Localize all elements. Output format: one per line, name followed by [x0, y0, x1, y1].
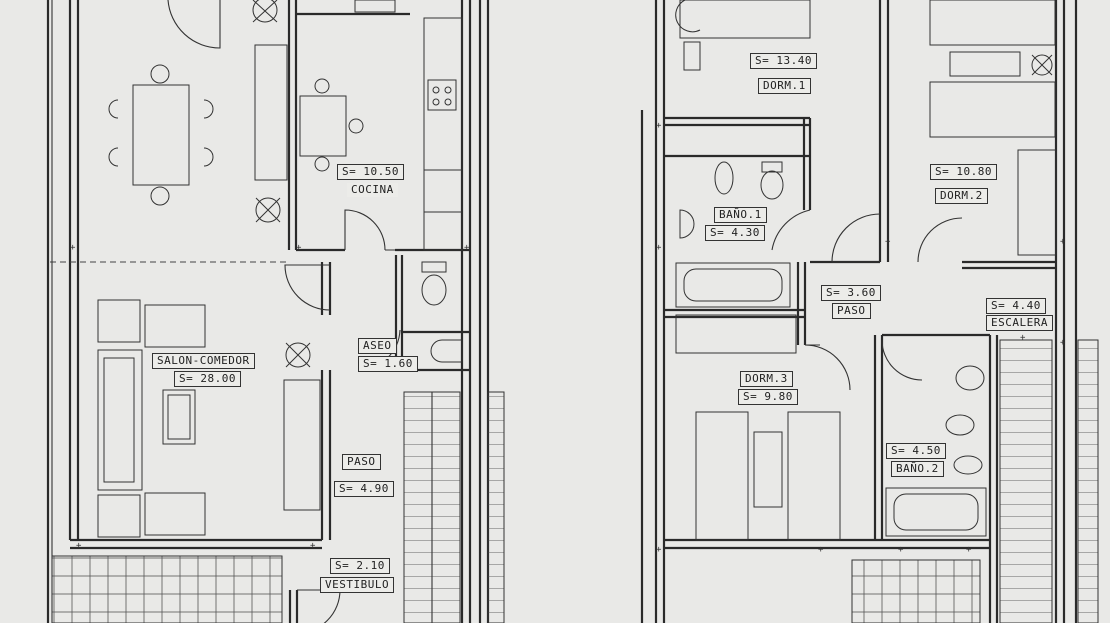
- dorm1-name-label: DORM.1: [758, 78, 811, 94]
- ground-floor-plan: [46, 0, 505, 623]
- bano2-area-label: S= 4.50: [886, 443, 946, 459]
- grid-markers: + + + + + + + + + + + + + + +: [70, 121, 1066, 555]
- svg-text:+: +: [1060, 237, 1066, 247]
- svg-text:+: +: [464, 243, 470, 253]
- paso-name-label: PASO: [342, 454, 381, 470]
- svg-text:+: +: [656, 243, 662, 253]
- svg-text:+: +: [1020, 333, 1026, 343]
- svg-text:+: +: [656, 121, 662, 131]
- escalera-name-label: ESCALERA: [986, 315, 1053, 331]
- salon-name-label: SALON-COMEDOR: [152, 353, 255, 369]
- salon-area-label: S= 28.00: [174, 371, 241, 387]
- vestibulo-name-label: VESTIBULO: [320, 577, 395, 593]
- escalera-area-label: S= 4.40: [986, 298, 1046, 314]
- paso-area-label: S= 4.90: [334, 481, 394, 497]
- bano1-area-label: S= 4.30: [705, 225, 765, 241]
- svg-text:+: +: [296, 243, 302, 253]
- paso-upper-name-label: PASO: [832, 303, 871, 319]
- svg-text:+: +: [966, 545, 972, 555]
- paso-upper-area-label: S= 3.60: [821, 285, 881, 301]
- cocina-area-label: S= 10.50: [337, 164, 404, 180]
- svg-text:+: +: [885, 237, 891, 247]
- aseo-area-label: S= 1.60: [358, 356, 418, 372]
- aseo-name-label: ASEO: [358, 338, 397, 354]
- dorm2-area-label: S= 10.80: [930, 164, 997, 180]
- upper-floor-plan: [640, 0, 1099, 623]
- dorm2-name-label: DORM.2: [935, 188, 988, 204]
- svg-text:+: +: [818, 545, 824, 555]
- vestibulo-area-label: S= 2.10: [330, 558, 390, 574]
- dorm1-area-label: S= 13.40: [750, 53, 817, 69]
- svg-text:+: +: [76, 541, 82, 551]
- svg-text:+: +: [70, 243, 76, 253]
- svg-text:+: +: [1060, 338, 1066, 348]
- svg-text:+: +: [310, 541, 316, 551]
- bano1-name-label: BAÑO.1: [714, 207, 767, 223]
- dorm3-area-label: S= 9.80: [738, 389, 798, 405]
- svg-text:+: +: [898, 545, 904, 555]
- svg-text:+: +: [656, 545, 662, 555]
- dorm3-name-label: DORM.3: [740, 371, 793, 387]
- cocina-name-label: COCINA: [347, 183, 398, 197]
- bano2-name-label: BAÑO.2: [891, 461, 944, 477]
